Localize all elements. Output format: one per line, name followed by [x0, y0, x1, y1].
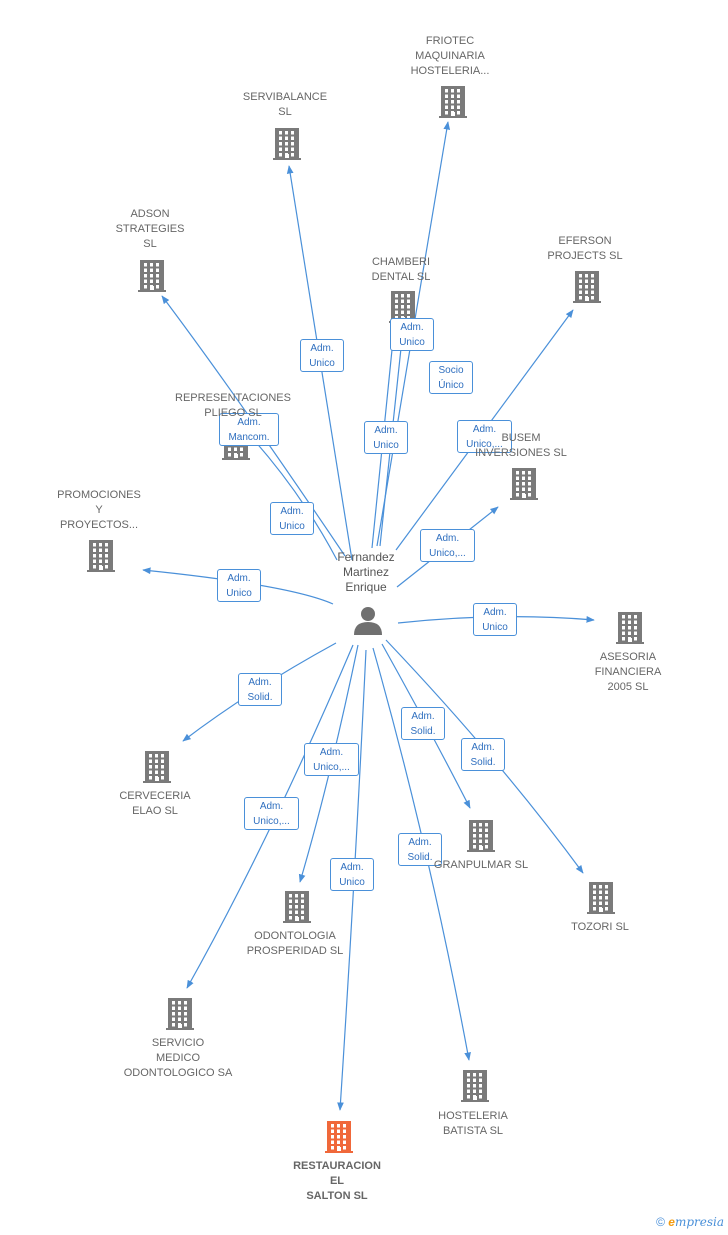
company-label-promociones[interactable]: PROMOCIONES Y PROYECTOS... — [57, 489, 141, 531]
edge-label-servicio[interactable]: Adm. Unico,... — [244, 797, 299, 830]
edge-label-servibalance[interactable]: Adm. Unico — [300, 339, 344, 372]
edge-label-representaciones[interactable]: Adm. Mancom. — [219, 413, 279, 446]
company-label-chamberi[interactable]: CHAMBERI DENTAL SL — [371, 256, 431, 283]
company-label-tozori[interactable]: TOZORI SL — [571, 921, 629, 933]
building-icon-odontologia[interactable] — [283, 891, 311, 923]
edge-label-cerveceria[interactable]: Adm. Solid. — [238, 673, 282, 706]
edge-label-chamberi[interactable]: Adm. Unico — [364, 421, 408, 454]
company-label-busem[interactable]: BUSEM INVERSIONES SL — [475, 432, 567, 459]
company-label-asesoria[interactable]: ASESORIA FINANCIERA 2005 SL — [594, 651, 662, 693]
building-icon-busem[interactable] — [510, 468, 538, 500]
building-icon-eferson[interactable] — [573, 271, 601, 303]
building-icon-tozori[interactable] — [587, 882, 615, 914]
building-icon-chamberi[interactable] — [389, 291, 417, 323]
copyright-icon: © — [656, 1215, 665, 1229]
empresia-watermark[interactable]: © empresia — [656, 1215, 724, 1229]
company-label-servicio[interactable]: SERVICIO MEDICO ODONTOLOGICO SA — [123, 1037, 233, 1079]
edge-label-promociones[interactable]: Adm. Unico — [217, 569, 261, 602]
edge-line-promociones — [142, 567, 334, 605]
company-label-granpulmar[interactable]: GRANPULMAR SL — [433, 859, 529, 871]
edge-line-representaciones — [244, 429, 338, 561]
edge-label-busem[interactable]: Adm. Unico,... — [420, 529, 475, 562]
edge-label-adson[interactable]: Adm. Unico — [270, 502, 314, 535]
company-label-servibalance[interactable]: SERVIBALANCE SL — [242, 91, 328, 118]
person-name-label[interactable]: Fernandez Martinez Enrique — [337, 550, 395, 594]
company-label-eferson[interactable]: EFERSON PROJECTS SL — [547, 235, 623, 262]
building-icon-servibalance[interactable] — [273, 128, 301, 160]
edge-label-restauracion[interactable]: Adm. Unico — [330, 858, 374, 891]
building-icon-promociones[interactable] — [87, 540, 115, 572]
company-label-friotec[interactable]: FRIOTEC MAQUINARIA HOSTELERIA... — [410, 35, 490, 77]
edge-label-odontologia[interactable]: Adm. Unico,... — [304, 743, 359, 776]
empresia-logo-initial: e — [668, 1215, 675, 1229]
company-label-hosteleria[interactable]: HOSTELERIA BATISTA SL — [438, 1110, 508, 1137]
building-icon-adson[interactable] — [138, 260, 166, 292]
company-label-representaciones[interactable]: REPRESENTACIONES PLIEGO SL — [175, 392, 291, 419]
building-icon-friotec[interactable] — [439, 86, 467, 118]
edge-label-granpulmar[interactable]: Adm. Solid. — [401, 707, 445, 740]
edge-label-chamberi[interactable]: Adm. Unico — [390, 318, 434, 351]
person-icon[interactable] — [354, 607, 382, 635]
company-label-adson[interactable]: ADSON STRATEGIES SL — [115, 208, 185, 250]
building-icon-cerveceria[interactable] — [143, 751, 171, 783]
building-icon-granpulmar[interactable] — [467, 820, 495, 852]
empresia-logo-text: mpresia — [674, 1215, 724, 1229]
building-icon-restauracion[interactable] — [325, 1121, 353, 1153]
building-icon-hosteleria[interactable] — [461, 1070, 489, 1102]
company-label-cerveceria[interactable]: CERVECERIA ELAO SL — [119, 790, 191, 817]
edge-label-eferson[interactable]: Adm. Unico,... — [457, 420, 512, 453]
company-label-restauracion[interactable]: RESTAURACION EL SALTON SL — [293, 1160, 381, 1202]
edge-label-tozori[interactable]: Adm. Solid. — [461, 738, 505, 771]
edge-label-asesoria[interactable]: Adm. Unico — [473, 603, 517, 636]
edge-label-hosteleria[interactable]: Adm. Solid. — [398, 833, 442, 866]
company-label-odontologia[interactable]: ODONTOLOGIA PROSPERIDAD SL — [246, 930, 344, 957]
building-icon-asesoria[interactable] — [616, 612, 644, 644]
building-icon-servicio[interactable] — [166, 998, 194, 1030]
edge-label-friotec[interactable]: Socio Único — [429, 361, 473, 394]
